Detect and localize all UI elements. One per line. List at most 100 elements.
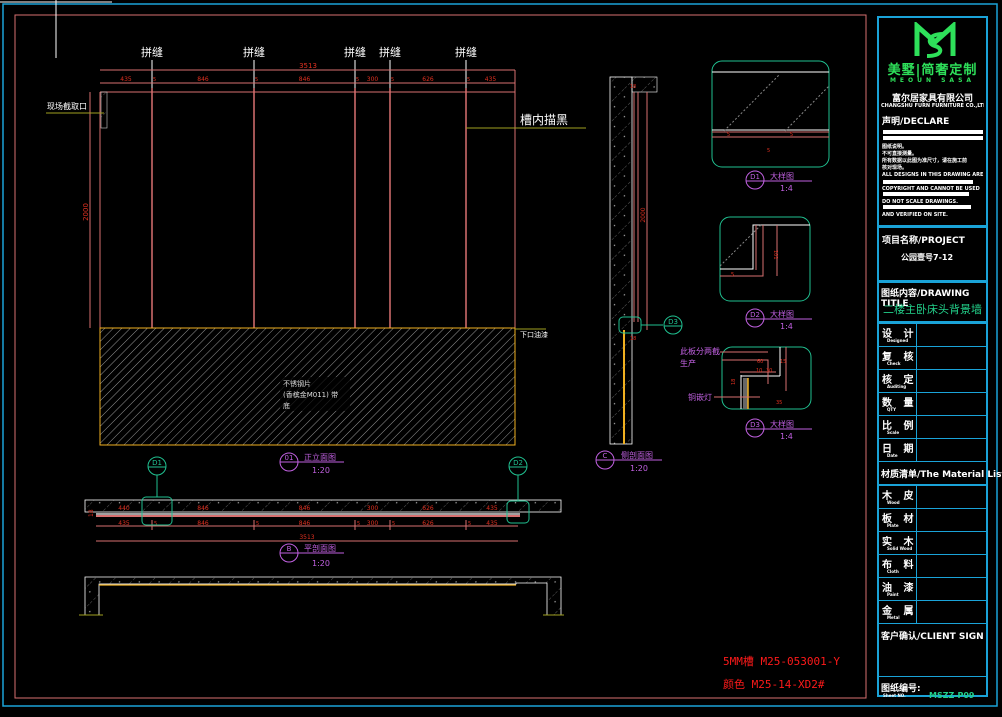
side-section[interactable]: 2000 18 D3 18 C 侧剖面图 1:20 (595, 76, 683, 473)
row-value-cell[interactable] (917, 324, 986, 346)
row-label-zh: 日 期 (882, 444, 918, 455)
callout-bubble-d2[interactable] (508, 456, 528, 476)
row-value-cell[interactable] (917, 416, 986, 438)
panel-note-1: 不锈钢片 (283, 379, 311, 388)
declaration-bar (883, 205, 971, 209)
row-label-en: Check (887, 361, 901, 366)
row-value-cell[interactable] (917, 601, 986, 623)
callout-bubble-d1[interactable] (147, 456, 167, 476)
d1-dim-1: 5 (727, 132, 730, 138)
row-value-cell[interactable] (917, 439, 986, 461)
detail-d3[interactable]: 60 15 10 30 18 35 此板分两截 生产 铜嵌灯 D3 大样图 1:… (680, 346, 812, 441)
d3-title-marker-text: D3 (750, 421, 760, 429)
side-section-scale: 1:20 (630, 464, 648, 473)
sheet-label: 图纸编号: (881, 684, 921, 694)
d3-scale: 1:4 (780, 432, 793, 441)
d1-hatch-2 (784, 85, 830, 132)
row-value-cell[interactable] (917, 347, 986, 369)
d1-scale: 1:4 (780, 184, 793, 193)
plan-gap-dim: 5 (468, 521, 471, 527)
segment-dim: 626 (422, 76, 434, 83)
row-label-en: Scale (887, 430, 900, 435)
plan-upper-dim: 626 (422, 505, 434, 512)
row-value-cell[interactable] (917, 578, 986, 600)
row-value-cell[interactable] (917, 555, 986, 577)
gap-dim: 5 (356, 77, 359, 83)
d3-light-body (743, 378, 748, 409)
callout-lower-paint: 下口油漆 (520, 330, 548, 339)
callout-label-d2: D2 (513, 459, 523, 467)
plan-total-dim: 3513 (299, 534, 314, 541)
d2-title-marker (745, 308, 765, 328)
client-confirm-label: 客户确认/CLIENT SIGN (881, 632, 984, 642)
segment-dim: 846 (299, 76, 311, 83)
lower-plan-wall (84, 576, 562, 616)
d3-title-marker (745, 418, 765, 438)
row-value-cell[interactable] (917, 532, 986, 554)
lower-plan-view[interactable] (79, 576, 564, 616)
detail-d1[interactable]: 5 5 5 D1 大样图 1:4 (711, 60, 830, 193)
plan-upper-dim: 846 (197, 505, 209, 512)
plan-section[interactable]: 3513 44043584684684684630030062662643543… (84, 456, 562, 568)
drawing-title-label: 图纸内容/DRAWING TITLE (881, 289, 970, 309)
plan-wall (84, 499, 562, 513)
row-label-en: Plate (887, 523, 899, 528)
gap-dim: 5 (255, 77, 258, 83)
material-list-header: 材质清单/The Material List (879, 462, 1002, 486)
d3-callout-light: 铜嵌灯 (688, 392, 712, 402)
callout-bubble-d3[interactable] (663, 315, 683, 335)
callout-label-d1: D1 (152, 459, 162, 467)
brand-name: 美墅|简奢定制 (887, 63, 978, 78)
plan-upper-dim: 435 (486, 505, 498, 512)
note-background (280, 377, 350, 411)
detail-d1-frame (711, 60, 830, 168)
d1-dim-3: 5 (767, 148, 770, 154)
plan-lower-dim: 846 (197, 520, 209, 527)
row-label-zh: 实 木 (882, 537, 918, 548)
declaration-bar (883, 136, 983, 140)
d1-hatch-1 (723, 73, 781, 132)
d1-title-marker (745, 170, 765, 190)
outer-frame (2, 3, 998, 707)
declaration-line: COPYRIGHT AND CANNOT BE USED (882, 186, 980, 192)
plan-upper-dim: 300 (367, 505, 379, 512)
row-value-cell[interactable] (917, 393, 986, 415)
declaration-bar (883, 192, 969, 196)
sheet-number-section: 图纸编号: Sheet NO. MSZZ-P09 (879, 677, 986, 717)
segment-dim: 435 (120, 76, 132, 83)
title-block: 美墅|简奢定制 MEOUN SASA 富尔居家具有限公司 CHANGSHU FU… (877, 16, 1002, 700)
row-label-zh: 设 计 (882, 329, 918, 340)
plan-gap-dim: 5 (357, 521, 360, 527)
plan-upper-dim: 846 (299, 505, 311, 512)
d3-dim-15: 15 (780, 359, 786, 365)
row-value-cell[interactable] (917, 370, 986, 392)
row-value-cell[interactable] (917, 486, 986, 508)
row-label-zh: 布 料 (882, 560, 918, 571)
brand-subtitle: MEOUN SASA (889, 77, 976, 84)
detail-d2[interactable]: 101 5 D2 大样图 1:4 (719, 216, 812, 331)
d3-callout-split: 此板分两截 (680, 346, 720, 356)
side-ceiling (631, 76, 658, 93)
d2-hatch (719, 223, 763, 267)
declaration-bar (883, 180, 973, 184)
row-label-zh: 核 定 (882, 375, 918, 386)
plan-lower-dim: 846 (299, 520, 311, 527)
detail-d2-frame (719, 216, 811, 302)
row-value-cell[interactable] (917, 509, 986, 531)
row-label-en: Designed (887, 338, 909, 343)
title-marker-text: 01 (285, 454, 294, 462)
note-color: 颜色 M25-14-XD2# (723, 678, 825, 691)
